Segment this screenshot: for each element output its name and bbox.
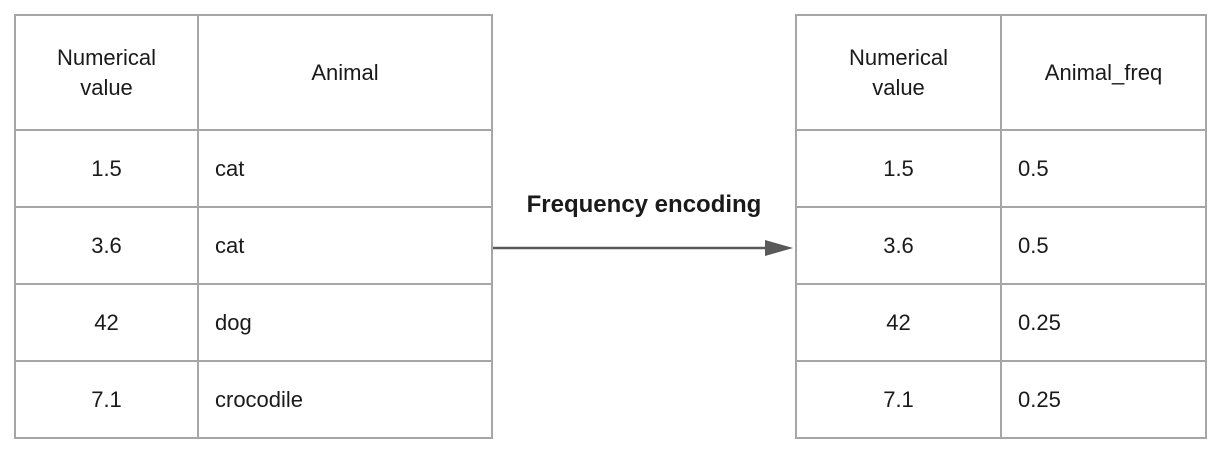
- original-table: Numerical value Animal 1.5 cat 3.6 cat 4…: [14, 14, 493, 439]
- animal-cell: cat: [197, 206, 493, 285]
- animal-freq-cell: 0.25: [1000, 283, 1207, 362]
- table-row: 7.1 crocodile: [14, 360, 493, 439]
- table-row: 3.6 0.5: [795, 206, 1207, 285]
- table-row: 42 dog: [14, 283, 493, 362]
- numerical-value-cell: 42: [795, 283, 1002, 362]
- numerical-value-header: Numerical value: [795, 14, 1002, 131]
- frequency-encoding-label: Frequency encoding: [526, 191, 762, 218]
- animal-cell: cat: [197, 129, 493, 208]
- table-row: 7.1 0.25: [795, 360, 1207, 439]
- numerical-value-header-label: Numerical value: [56, 44, 157, 100]
- numerical-value-cell: 1.5: [795, 129, 1002, 208]
- numerical-value-cell: 3.6: [14, 206, 199, 285]
- animal-freq-header: Animal_freq: [1000, 14, 1207, 131]
- numerical-value-cell: 1.5: [14, 129, 199, 208]
- animal-cell: dog: [197, 283, 493, 362]
- numerical-value-cell: 7.1: [795, 360, 1002, 439]
- animal-cell: crocodile: [197, 360, 493, 439]
- table-header-row: Numerical value Animal_freq: [795, 14, 1207, 131]
- animal-freq-cell: 0.25: [1000, 360, 1207, 439]
- animal-header: Animal: [197, 14, 493, 131]
- animal-freq-cell: 0.5: [1000, 206, 1207, 285]
- animal-freq-cell: 0.5: [1000, 129, 1207, 208]
- numerical-value-cell: 42: [14, 283, 199, 362]
- right-arrow-icon: [493, 240, 793, 256]
- table-row: 42 0.25: [795, 283, 1207, 362]
- numerical-value-header-label: Numerical value: [848, 44, 949, 100]
- numerical-value-header: Numerical value: [14, 14, 199, 131]
- table-header-row: Numerical value Animal: [14, 14, 493, 131]
- encoded-table: Numerical value Animal_freq 1.5 0.5 3.6 …: [795, 14, 1207, 439]
- numerical-value-cell: 3.6: [795, 206, 1002, 285]
- table-row: 1.5 cat: [14, 129, 493, 208]
- table-row: 3.6 cat: [14, 206, 493, 285]
- numerical-value-cell: 7.1: [14, 360, 199, 439]
- table-row: 1.5 0.5: [795, 129, 1207, 208]
